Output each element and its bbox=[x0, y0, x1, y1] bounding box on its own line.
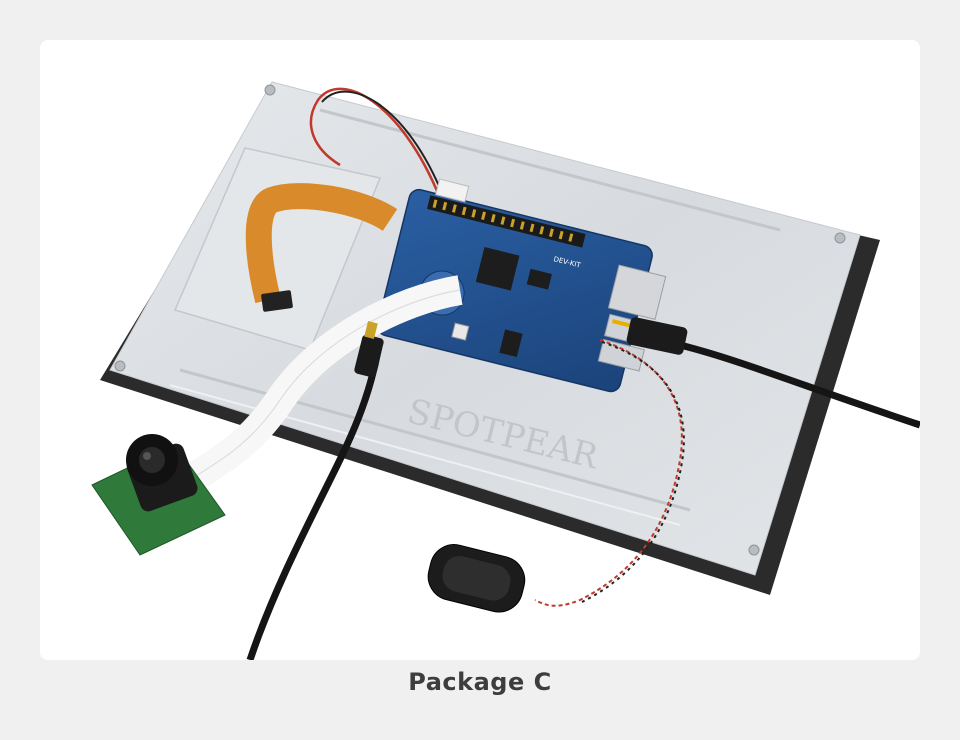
black-wire bbox=[321, 90, 445, 199]
screw-icon bbox=[114, 360, 126, 372]
usb-c-plug bbox=[354, 334, 384, 378]
package-caption: Package C bbox=[408, 668, 552, 696]
usb-c-tip bbox=[364, 321, 378, 339]
speaker bbox=[427, 544, 526, 613]
red-wire bbox=[309, 87, 442, 199]
speaker-wire-black bbox=[581, 341, 685, 603]
screw-icon bbox=[834, 232, 846, 244]
product-photo: SPOTPEAR bbox=[40, 40, 920, 660]
product-photo-illustration: SPOTPEAR bbox=[91, 81, 920, 660]
right-cable bbox=[679, 341, 920, 429]
camera-lens-inner bbox=[139, 447, 165, 473]
soc-chip bbox=[475, 246, 520, 291]
panel-groove-top bbox=[319, 108, 781, 232]
audio-jack bbox=[499, 329, 523, 358]
speaker-membrane bbox=[442, 556, 511, 601]
ethernet-port bbox=[607, 264, 667, 320]
gpio-header bbox=[426, 195, 586, 248]
small-chip bbox=[526, 268, 552, 290]
screw-icon bbox=[748, 544, 760, 556]
fpc-flex-cable bbox=[245, 183, 398, 304]
right-cable-plug bbox=[626, 317, 688, 355]
usb-c-cable bbox=[246, 339, 384, 660]
screw-icon bbox=[264, 84, 276, 96]
camera-module bbox=[91, 434, 226, 556]
fpc-connector bbox=[261, 290, 293, 312]
power-connector bbox=[435, 178, 470, 203]
ribbon-cable-edge bbox=[189, 289, 461, 481]
panel-groove-highlight bbox=[169, 384, 681, 526]
lens-reflection bbox=[143, 452, 151, 460]
panel-groove-bottom bbox=[179, 368, 691, 512]
speaker-wire-red bbox=[534, 339, 683, 607]
board-button bbox=[451, 322, 470, 341]
